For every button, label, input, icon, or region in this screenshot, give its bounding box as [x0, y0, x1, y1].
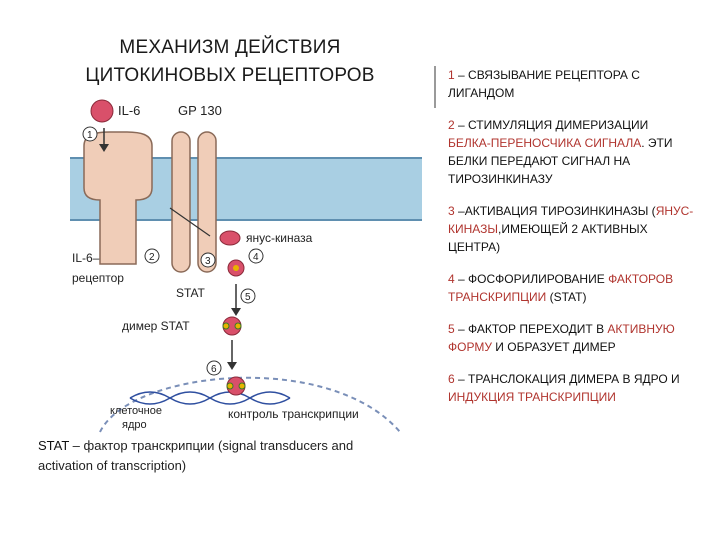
label-il6-receptor-1: IL-6–	[72, 251, 100, 265]
nucleus-envelope	[99, 376, 401, 433]
label-il6-receptor-2: рецептор	[72, 271, 124, 285]
steps-divider	[434, 66, 436, 108]
svg-text:4: 4	[253, 252, 259, 263]
svg-text:2: 2	[149, 252, 155, 263]
gp130-right	[197, 131, 217, 273]
step-5: 5 – ФАКТОР ПЕРЕХОДИТ В АКТИВНУЮ ФОРМУ И …	[448, 322, 675, 354]
note-text: – фактор транскрипции (signal transducer…	[38, 438, 354, 473]
step-marker-6: 6	[206, 360, 222, 376]
label-nucleus-2: ядро	[122, 419, 147, 431]
step-3: 3 –АКТИВАЦИЯ ТИРОЗИНКИНАЗЫ (ЯНУС-КИНАЗЫ,…	[448, 204, 694, 254]
step-marker-1: 1	[82, 126, 98, 142]
step-1: 1 – СВЯЗЫВАНИЕ РЕЦЕПТОРА С ЛИГАНДОМ	[448, 68, 640, 100]
svg-text:1: 1	[87, 130, 93, 141]
il6-ligand	[90, 99, 114, 123]
step-marker-2: 2	[144, 248, 160, 264]
label-gp130: GP 130	[178, 103, 222, 118]
label-stat: STAT	[176, 286, 206, 300]
label-transcription-control: контроль транскрипции	[228, 407, 359, 421]
stat-definition-note: STAT – фактор транскрипции (signal trans…	[38, 436, 398, 476]
stat-dimer-in-nucleus	[226, 376, 246, 396]
dna-strand-2	[129, 391, 291, 405]
step-marker-5: 5	[240, 288, 256, 304]
label-nucleus-1: клеточное	[110, 405, 162, 417]
gp130-left	[171, 131, 191, 273]
phosphate-mark	[233, 265, 239, 271]
il6-receptor	[83, 131, 153, 265]
title-line-2: ЦИТОКИНОВЫХ РЕЦЕПТОРОВ	[85, 65, 375, 86]
step-6: 6 – ТРАНСЛОКАЦИЯ ДИМЕРА В ЯДРО И ИНДУКЦИ…	[448, 372, 680, 404]
janus-kinase	[219, 230, 241, 246]
step-marker-3: 3	[200, 252, 216, 268]
steps-list: 1 – СВЯЗЫВАНИЕ РЕЦЕПТОРА С ЛИГАНДОМ 2 – …	[432, 66, 694, 420]
svg-text:3: 3	[205, 256, 211, 267]
cytokine-receptor-diagram: IL-6 GP 130 янус-киназа IL-6– рецептор S…	[70, 99, 422, 433]
title-line-1: МЕХАНИЗМ ДЕЙСТВИЯ	[119, 37, 341, 58]
page-title: МЕХАНИЗМ ДЕЙСТВИЯ ЦИТОКИНОВЫХ РЕЦЕПТОРОВ	[40, 34, 420, 90]
label-il6: IL-6	[118, 103, 140, 118]
arrow-to-kinase	[169, 207, 211, 237]
label-stat-dimer: димер STAT	[122, 319, 190, 333]
stat-dimer	[222, 316, 242, 336]
step-4: 4 – ФОСФОРИЛИРОВАНИЕ ФАКТОРОВ ТРАНСКРИПЦ…	[448, 272, 674, 304]
svg-text:6: 6	[211, 364, 217, 375]
step-2: 2 – СТИМУЛЯЦИЯ ДИМЕРИЗАЦИИ БЕЛКА-ПЕРЕНОС…	[448, 118, 673, 186]
label-janus-kinase: янус-киназа	[246, 231, 313, 245]
note-key: STAT	[38, 438, 70, 453]
svg-text:5: 5	[245, 292, 251, 303]
step-marker-4: 4	[248, 248, 264, 264]
